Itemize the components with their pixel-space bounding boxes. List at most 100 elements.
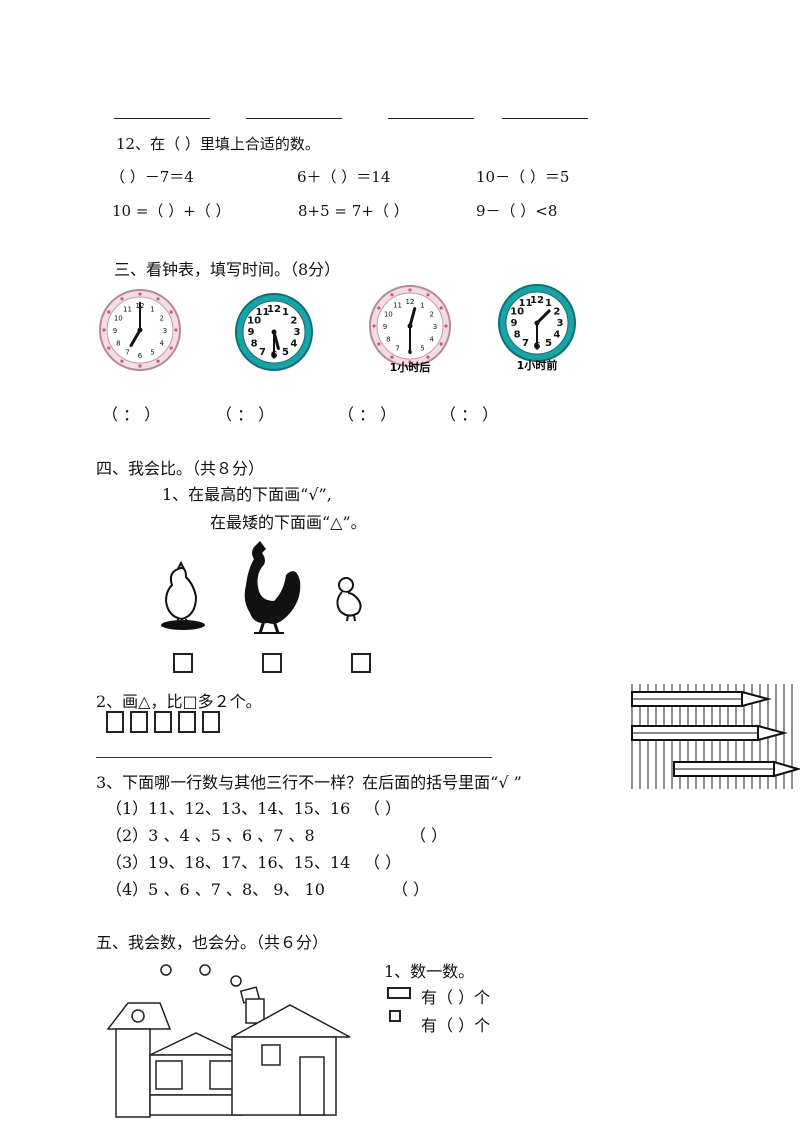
square-shape (202, 711, 220, 733)
clock-numeral: 6 (138, 352, 143, 360)
time-answer[interactable]: （ ： ） (216, 405, 275, 424)
q1-line1: 1、在最高的下面画“√”, (162, 485, 332, 504)
pencil-icon (673, 760, 800, 778)
number-row-paren[interactable]: （ ） (364, 799, 402, 818)
circle-shape (230, 975, 242, 987)
answer-box[interactable] (173, 653, 193, 673)
circle-shape (160, 964, 172, 976)
section3-title: 三、看钟表，填写时间。（8分） (114, 260, 341, 279)
rooster-icon (244, 541, 301, 634)
clock-numeral: 11 (519, 298, 533, 309)
clock-numeral: 7 (125, 349, 129, 357)
q3-text: 3、下面哪一行数与其他三行不一样？在后面的括号里面“√ ” (96, 773, 522, 792)
door (299, 1056, 325, 1116)
chick-icon (336, 577, 362, 622)
clock-numeral: 2 (429, 311, 433, 319)
answer-blank[interactable] (114, 118, 210, 119)
house-figure (106, 964, 351, 1118)
clock-numeral: 12 (530, 295, 544, 306)
chickens-figure (161, 541, 362, 634)
pencil-icon (631, 724, 788, 742)
circle-shape (199, 964, 211, 976)
square-shape (130, 711, 148, 733)
clock-numeral: 3 (557, 318, 564, 329)
chimney (245, 998, 265, 1024)
time-answer[interactable]: （ ： ） (338, 405, 397, 424)
number-row-label: （4）5 、6 、7 、8、 9、 10 (106, 880, 325, 899)
clock-numeral: 8 (116, 340, 120, 348)
clock-numeral: 9 (248, 327, 255, 338)
clock-caption: 1小时前 (517, 358, 558, 372)
answer-line[interactable] (96, 757, 492, 758)
answer-box[interactable] (262, 653, 282, 673)
clock-numeral: 5 (282, 347, 289, 358)
rectangle-count[interactable]: 有（ ）个 (421, 988, 491, 1007)
clock-numeral: 2 (290, 316, 297, 327)
square-row (106, 711, 226, 733)
clock-numeral: 9 (113, 327, 117, 335)
hour-hand (408, 307, 417, 328)
clock-numeral: 1 (420, 301, 424, 309)
square-shape-icon (389, 1010, 401, 1022)
q12-title: 12、在（ ）里填上合适的数。 (116, 135, 320, 153)
clock-numeral: 1 (282, 307, 289, 318)
q2-text: 2、画△，比□多２个。 (96, 692, 262, 711)
clock-numeral: 1 (150, 305, 154, 313)
clock-numeral: 3 (163, 327, 167, 335)
clock-numeral: 4 (429, 336, 434, 344)
clock-numeral: 4 (290, 339, 297, 350)
clock-numeral: 5 (150, 349, 154, 357)
time-answer[interactable]: （ ： ） (102, 405, 161, 424)
clock-numeral: 3 (294, 327, 301, 338)
pencil-icon (631, 690, 772, 708)
window (155, 1060, 183, 1090)
clock-numeral: 10 (114, 315, 123, 323)
answer-box[interactable] (351, 653, 371, 673)
clock-numeral: 7 (395, 345, 399, 353)
clock-numeral: 9 (383, 323, 387, 331)
base (149, 1094, 243, 1116)
clock-numeral: 12 (406, 298, 415, 306)
clock-numeral: 3 (433, 323, 437, 331)
section4-title: 四、我会比。（共８分） (96, 459, 265, 478)
clock-numeral: 10 (384, 311, 393, 319)
clock-numeral: 11 (256, 307, 270, 318)
clock-numeral: 12 (267, 304, 281, 315)
time-answer[interactable]: （ ： ） (440, 405, 499, 424)
section5-title: 五、我会数，也会分。（共６分） (96, 933, 329, 952)
number-row-label: （1）11、12、13、14、15、16 (106, 799, 351, 818)
answer-blank[interactable] (246, 118, 342, 119)
hour-hand (129, 328, 142, 348)
square-shape (154, 711, 172, 733)
q1-line2: 在最矮的下面画“△”。 (210, 513, 367, 532)
clock-numeral: 7 (259, 347, 266, 358)
equation: 10－（ ）＝5 (476, 168, 570, 186)
circle-shape (131, 1009, 145, 1023)
clock-numeral: 4 (159, 340, 164, 348)
hour-hand (535, 309, 551, 325)
square-count[interactable]: 有（ ）个 (421, 1016, 491, 1035)
equation: 10 =（ ）+（ ） (112, 202, 231, 220)
clock-numeral: 10 (510, 307, 524, 318)
number-row-paren[interactable]: （ ） (392, 880, 430, 899)
answer-blank[interactable] (388, 118, 474, 119)
clock-numeral: 11 (123, 305, 132, 313)
number-row-label: （3）19、18、17、16、15、14 (106, 853, 351, 872)
clock-numeral: 10 (247, 316, 261, 327)
clock-numeral: 1 (545, 298, 552, 309)
number-row-paren[interactable]: （ ） (364, 853, 402, 872)
number-row-label: （2）3 、4 、5 、6 、7 、8 (106, 826, 315, 845)
clock-numeral: 7 (522, 338, 529, 349)
equation: （ ）－7＝4 (110, 168, 194, 186)
middle-roof (149, 1032, 243, 1056)
rectangle-shape-icon (387, 987, 411, 999)
clock-numeral: 8 (514, 330, 521, 341)
clock-numeral: 9 (511, 318, 518, 329)
number-row-paren[interactable]: （ ） (410, 826, 448, 845)
clock-numeral: 5 (420, 345, 424, 353)
answer-blank[interactable] (502, 118, 588, 119)
